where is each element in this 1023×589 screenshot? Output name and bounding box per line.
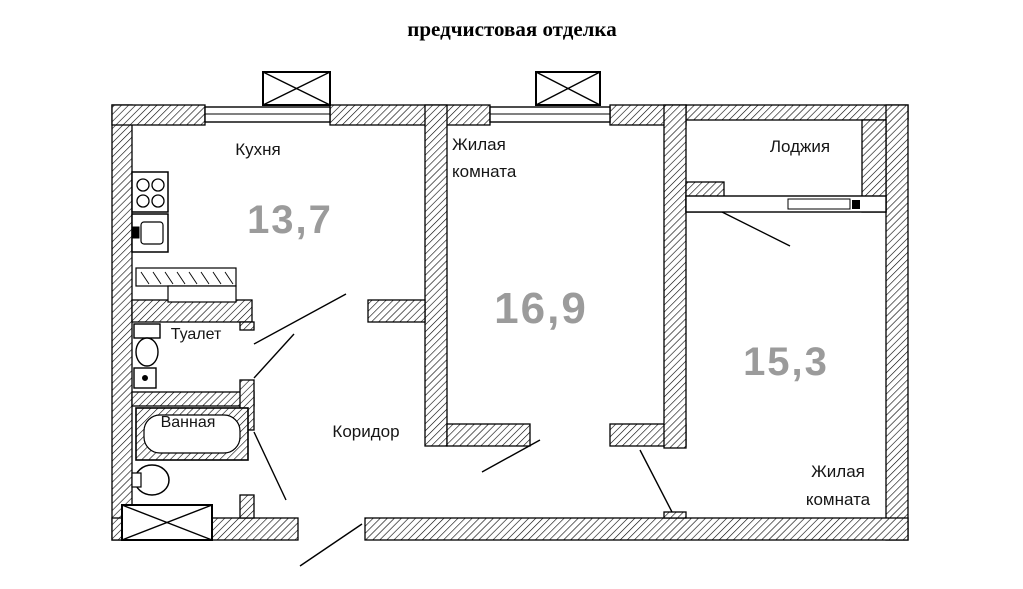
door-swing-room2 [639,449,673,513]
wall-corridor-vertical [239,321,255,331]
corridor-label: Коридор [332,422,399,441]
kitchen-area: 13,7 [247,198,333,242]
door-swing-balcony [721,211,791,247]
wall-corridor-vertical [239,494,255,519]
wall-kitchen-corridor [367,299,426,323]
wall-top-segment [329,104,491,126]
counter-ticks [140,271,234,285]
toilet-bowl-icon [135,337,159,367]
living1-label-line1: Жилая [452,135,506,154]
wall-kitchen-living-divider [424,104,448,447]
living2-label-line1: Жилая [811,462,865,481]
stove-burner [151,178,165,192]
kitchen-label: Кухня [235,140,281,159]
room-labels: Кухня 13,7 Жилая комната 16,9 Лоджия 15,… [161,135,871,509]
sink-bowl [140,221,164,245]
shaft-cross [121,504,213,541]
stove-icon [131,171,169,213]
door-swing-living [481,439,541,473]
toilet-label: Туалет [171,326,222,343]
door-swing-kitchen [253,293,347,345]
living2-label-line2: комната [806,490,871,509]
wall-room2-divider [663,104,687,449]
doors [253,211,791,567]
wall-living-bottom [446,423,531,447]
loggia-label: Лоджия [770,137,830,156]
stove-burner [136,194,150,208]
appliance-dot [142,375,148,381]
wall-right-exterior [885,104,909,541]
wall-room2-divider [663,511,687,519]
wall-left-exterior [111,104,133,541]
living2-area: 15,3 [743,340,829,384]
bathroom-label: Ванная [161,414,216,431]
door-swing-toilet [253,333,295,379]
loggia-sill-mullion [852,200,860,209]
wall-toilet-bath [131,391,255,407]
windows [121,71,887,541]
fixtures [131,171,249,496]
wall-kitchen-toilet [131,299,253,323]
door-swing-entrance [299,523,363,567]
loggia-sill-detail [787,198,851,210]
toilet-cistern [133,323,161,339]
window-symbol-cross [535,71,601,106]
door-swing-bathroom [253,431,287,501]
bathtub-icon [143,414,241,454]
wall-top-segment [111,104,206,126]
wall-bottom-segment [364,517,909,541]
stove-burner [151,194,165,208]
washbasin-tap [131,472,142,488]
living1-label-line2: комната [452,162,517,181]
counter-lower [167,285,237,303]
wall-loggia-top [685,104,909,121]
sink-tap [131,226,140,239]
window-symbol-cross [262,71,331,106]
stove-burner [136,178,150,192]
living1-area: 16,9 [494,284,588,333]
page-title: предчистовая отделка [407,17,617,41]
